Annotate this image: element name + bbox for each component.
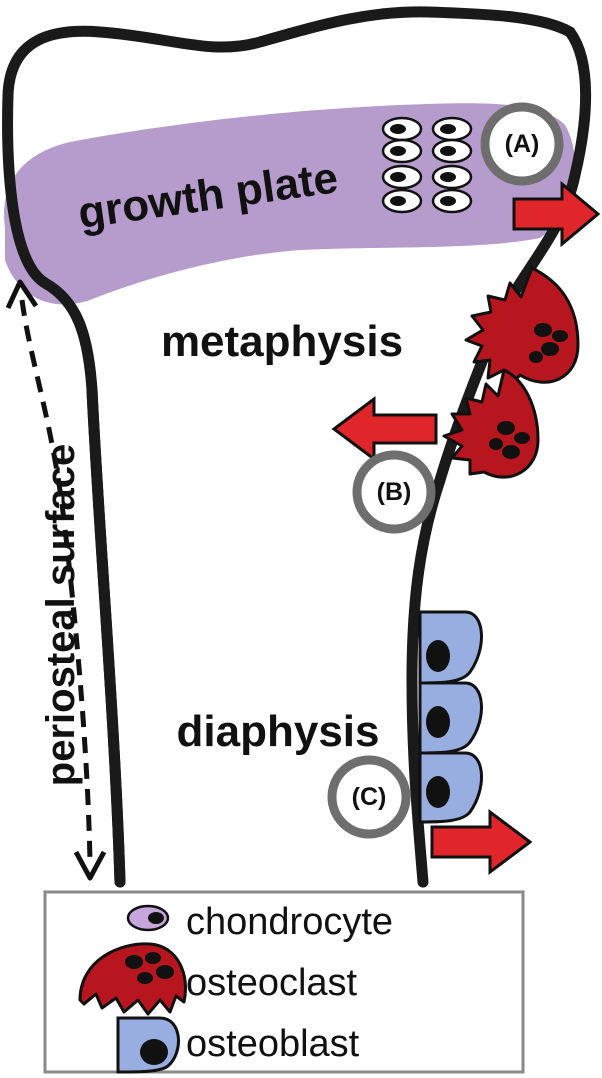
growth-arrow-right [512,180,601,248]
periosteal-surface-arrow [5,279,107,881]
osteoclast-icon [78,942,187,1016]
marker-c: (C) [327,755,411,839]
marker-a: (A) [480,102,564,186]
marker-a-label: (A) [505,130,540,158]
osteoclast-lower [442,368,540,479]
periosteal-surface-label: periosteal surface [39,444,83,786]
marker-c-label: (C) [352,783,387,811]
legend: chondrocyte osteoclast osteoblast [43,890,525,1074]
resorption-arrow-left [331,396,438,462]
diaphysis-label: diaphysis [177,707,380,756]
bone-outline-right [2,6,592,888]
osteoblast-stack [418,610,483,824]
bone-outline-left [86,384,126,888]
legend-label-chondrocyte: chondrocyte [186,901,393,943]
marker-b-label: (B) [377,478,412,506]
marker-b: (B) [352,450,436,534]
osteoblast-icon [116,1016,180,1074]
formation-arrow-right [430,809,533,875]
chondrocyte-icon [126,904,170,932]
legend-label-osteoclast: osteoclast [186,962,358,1004]
legend-label-osteoblast: osteoblast [186,1023,360,1065]
metaphysis-label: metaphysis [161,317,403,366]
osteoclast-upper [464,266,580,390]
